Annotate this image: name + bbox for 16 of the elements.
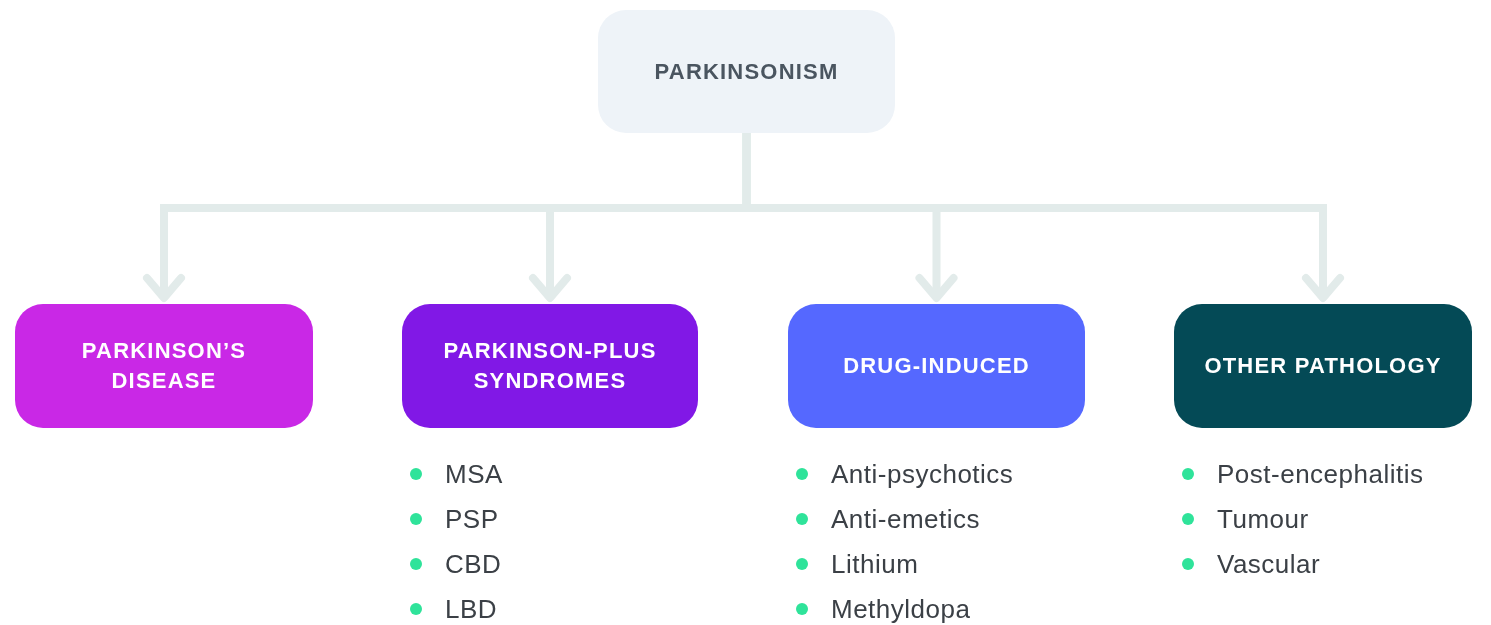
list-item: CBD (445, 549, 502, 580)
category-box: OTHER PATHOLOGY (1174, 304, 1472, 428)
list-item: Vascular (1217, 549, 1321, 580)
list-item: PSP (445, 504, 499, 535)
list-item: LBD (445, 594, 498, 625)
list-item: MSA (445, 459, 503, 490)
category-box: DRUG-INDUCED (788, 304, 1085, 428)
list-item: Tumour (1217, 504, 1309, 535)
list-item: Anti-psychotics (831, 459, 1014, 490)
category-box: PARKINSON-PLUS SYNDROMES (402, 304, 698, 428)
list-item: Post-encephalitis (1217, 459, 1424, 490)
category-box: PARKINSON’S DISEASE (15, 304, 313, 428)
list-item: Lithium (831, 549, 919, 580)
list-item: Anti-emetics (831, 504, 981, 535)
list-item: Methyldopa (831, 594, 971, 625)
root-box: PARKINSONISM (598, 10, 895, 133)
